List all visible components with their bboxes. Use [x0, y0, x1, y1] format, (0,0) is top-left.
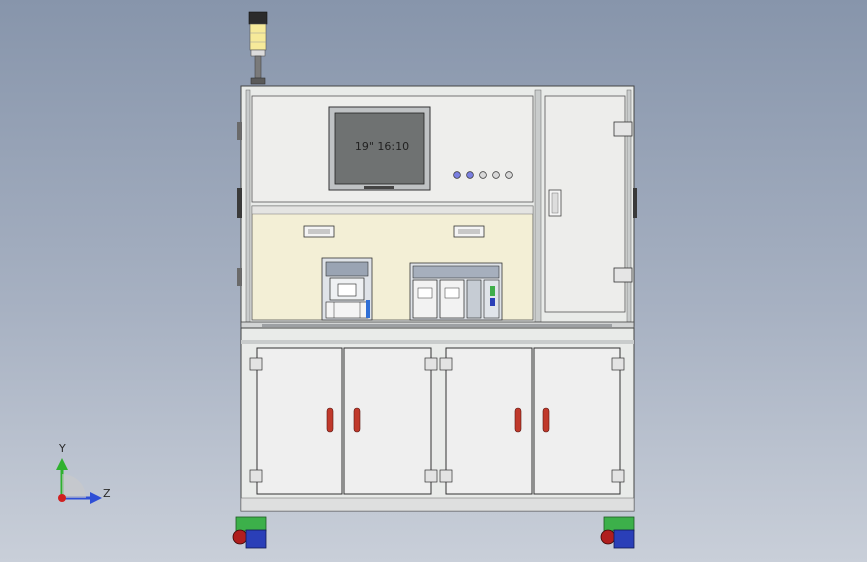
- control-button-4: [492, 171, 500, 179]
- signal-tower: [248, 11, 268, 85]
- control-button-5: [505, 171, 513, 179]
- control-button-row: [453, 171, 513, 179]
- axis-y-label: Y: [59, 442, 66, 455]
- work-bay: [251, 205, 534, 321]
- control-button-2: [466, 171, 474, 179]
- monitor: [328, 106, 431, 191]
- cabinet-doors: [249, 347, 625, 495]
- orientation-triad[interactable]: [56, 458, 102, 504]
- caster-left: [232, 516, 267, 549]
- axis-z-label: Z: [103, 487, 111, 500]
- control-button-1: [453, 171, 461, 179]
- control-button-3: [479, 171, 487, 179]
- monitor-screen-text: 19" 16:10: [354, 140, 410, 153]
- caster-right: [600, 516, 635, 549]
